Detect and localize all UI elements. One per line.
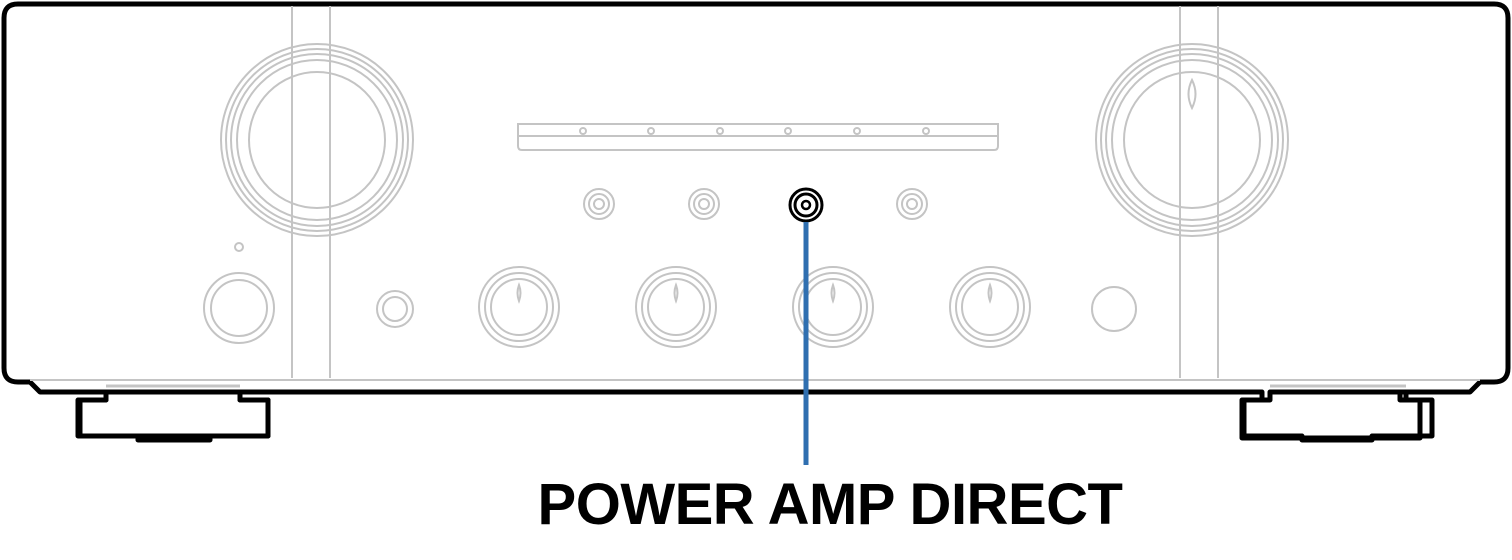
small-button-2[interactable] [688,188,720,220]
power-amp-direct-button[interactable] [788,187,824,223]
power-amp-direct-label: POWER AMP DIRECT [537,472,1123,537]
treble-knob[interactable] [635,266,717,348]
small-button-4[interactable] [896,188,928,220]
small-button-1[interactable] [583,188,615,220]
standby-led [234,242,244,252]
phono-knob[interactable] [949,266,1031,348]
bass-knob[interactable] [478,266,560,348]
panel-dividers [291,6,1219,378]
volume-knob[interactable] [1095,43,1289,237]
display-window [517,123,999,151]
input-selector-knob[interactable] [220,43,414,237]
right-foot [1241,384,1435,443]
chassis-outline [1,1,1511,441]
headphone-jack[interactable] [376,290,414,328]
volume-indicator-icon [1187,77,1197,111]
power-button[interactable] [203,272,275,344]
knob-indicator-icon [987,282,993,304]
left-foot [77,384,271,443]
remote-sensor [1091,286,1137,332]
knob-indicator-icon [830,282,836,304]
knob-indicator-icon [516,282,522,304]
knob-indicator-icon [673,282,679,304]
